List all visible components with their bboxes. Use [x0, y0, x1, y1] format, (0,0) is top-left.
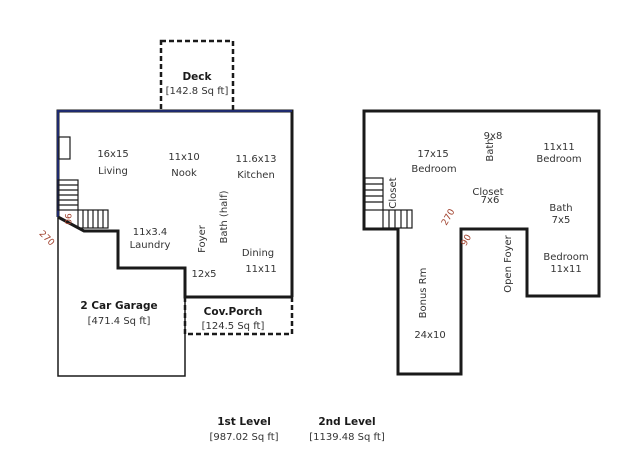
laundry-label: Laundry	[130, 240, 171, 251]
level-2-area: [1139.48 Sq ft]	[309, 432, 385, 443]
laundry-dimension: 11x3.4	[133, 227, 168, 238]
garage-label: 2 Car Garage	[80, 300, 157, 312]
garage-area: [471.4 Sq ft]	[88, 316, 151, 327]
bedroom-3-label: Bedroom	[543, 252, 588, 263]
kitchen-dimension: 11.6x13	[236, 154, 277, 165]
closet-dimension: 7x6	[481, 195, 500, 206]
deck-label: Deck	[182, 71, 212, 83]
kitchen-label: Kitchen	[237, 170, 275, 181]
deck-area: [142.8 Sq ft]	[166, 86, 229, 97]
angle-label-270: 270	[37, 229, 56, 248]
bath-1-dimension: 9x8	[484, 131, 503, 142]
bath-2-dimension: 7x5	[552, 215, 571, 226]
bedroom-2-dimension: 11x11	[543, 142, 574, 153]
stair-angle-label: 90	[62, 213, 72, 225]
open-foyer-label: Open Foyer	[503, 234, 514, 292]
level-1-title: 1st Level	[217, 416, 271, 428]
bedroom-2-label: Bedroom	[536, 154, 581, 165]
bath-1-label: Bath	[485, 138, 496, 161]
level-2-title: 2nd Level	[318, 416, 375, 428]
level-legend: 1st Level [987.02 Sq ft] 2nd Level [1139…	[209, 416, 384, 443]
level-2-walls	[362, 109, 601, 376]
nook-label: Nook	[171, 168, 197, 179]
bath-2-label: Bath	[549, 203, 572, 214]
bonus-room-dimension: 24x10	[414, 330, 445, 341]
porch-label: Cov.Porch	[204, 306, 263, 318]
level-1-plan: Deck [142.8 Sq ft] 90 270 16x15 Living	[37, 39, 294, 377]
bedroom-3-dimension: 11x11	[550, 264, 581, 275]
porch-area: [124.5 Sq ft]	[202, 321, 265, 332]
bonus-room-label: Bonus Rm	[418, 268, 429, 319]
level-2-plan: Closet 17x15 Bedroom 9x8 Bath 11x11 Bedr…	[362, 109, 601, 376]
bath-half-label: Bath (half)	[219, 190, 230, 243]
bedroom-1-dimension: 17x15	[417, 149, 448, 160]
porch-outline	[183, 297, 294, 336]
living-label: Living	[98, 166, 128, 177]
fireplace	[58, 136, 71, 160]
living-dimension: 16x15	[97, 149, 128, 160]
level-1-area: [987.02 Sq ft]	[209, 432, 278, 443]
hall-dimension: 12x5	[191, 269, 216, 280]
foyer-label: Foyer	[197, 224, 208, 253]
closet-label: Closet	[472, 187, 503, 198]
stair-closet-label: Closet	[388, 177, 399, 208]
stairs-level-2	[364, 177, 413, 229]
nook-dimension: 11x10	[168, 152, 199, 163]
dining-dimension: 11x11	[245, 264, 276, 275]
dining-label: Dining	[242, 248, 274, 259]
angle-label-270-level2: 270	[440, 207, 457, 227]
bedroom-1-label: Bedroom	[411, 164, 456, 175]
stairs-level-1	[57, 179, 109, 229]
